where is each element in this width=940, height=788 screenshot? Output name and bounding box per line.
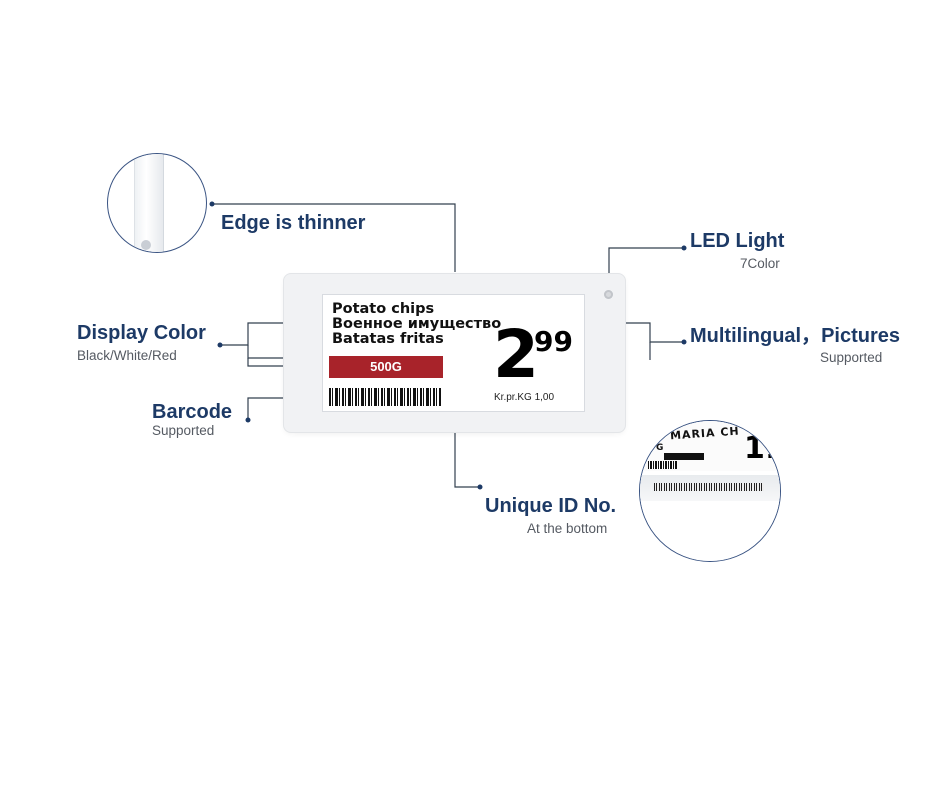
product-name-line-2: Военное имущество: [332, 316, 502, 332]
unique-id-dot: [477, 484, 483, 490]
product-name-line-1: Potato chips: [332, 301, 435, 317]
edge-connector: [212, 203, 456, 272]
barcode-title: Barcode: [152, 401, 233, 423]
led-title: LED Light: [690, 230, 785, 252]
edge-title: Edge is thinner: [221, 212, 366, 234]
unique-id-subtitle: At the bottom: [527, 521, 608, 536]
multilingual-dot: [681, 339, 687, 345]
led-dot: [681, 245, 687, 251]
zoom-price-number: 11: [744, 431, 780, 466]
unique-id-zoom-circle: MARIA CH G 11: [639, 420, 781, 562]
product-name-line-3: Batatas fritas: [332, 331, 444, 347]
display-color-title: Display Color: [77, 322, 206, 344]
price-main: 2: [493, 316, 539, 393]
product-barcode: [329, 388, 441, 406]
price-cents: 99: [534, 325, 573, 358]
unique-id-title: Unique ID No.: [485, 495, 617, 517]
edge-zoom-circle: [107, 153, 207, 253]
edge-dot: [209, 201, 215, 207]
zoom-small-text: G: [656, 443, 664, 453]
zoom-inner: MARIA CH G 11: [640, 421, 780, 561]
display-color-subtitle: Black/White/Red: [77, 348, 177, 363]
multilingual-title: Multilingual，Pictures: [690, 325, 901, 347]
led-connector: [608, 247, 684, 282]
edge-notch: [141, 240, 151, 250]
edge-profile: [134, 154, 164, 252]
unit-price: Kr.pr.KG 1,00: [494, 392, 555, 403]
zoom-barcode: [648, 461, 678, 469]
multilingual-subtitle: Supported: [820, 350, 883, 365]
unique-id-connector: [454, 432, 480, 488]
barcode-subtitle: Supported: [152, 423, 215, 438]
display-color-dot: [217, 342, 223, 348]
led-subtitle: 7Color: [740, 256, 780, 271]
weight-badge: 500G: [329, 356, 443, 378]
unique-id-barcode: [654, 483, 764, 491]
led-indicator: [604, 290, 613, 299]
barcode-dot: [245, 417, 251, 423]
zoom-dash: [664, 453, 704, 460]
